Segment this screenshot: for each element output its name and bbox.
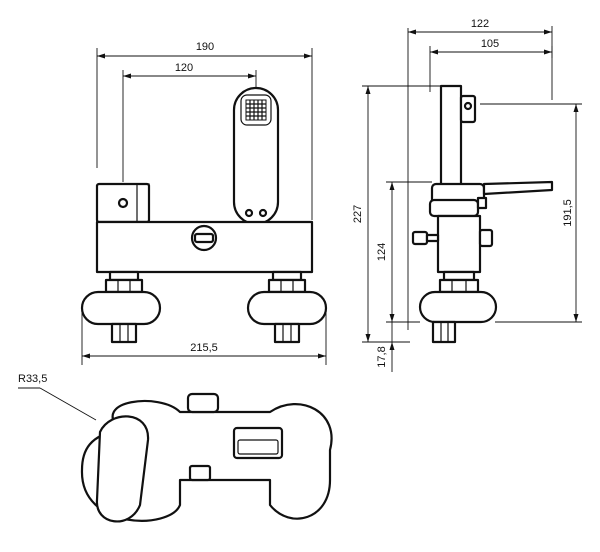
plan-bottom-stem <box>188 464 212 482</box>
plan-diverter-knob <box>186 392 220 414</box>
plan-lever <box>95 415 150 523</box>
dim-front-width-bottom: 215,5 <box>81 308 327 365</box>
dim-front-width-top: 190 <box>96 41 313 220</box>
radius-leader <box>39 387 97 421</box>
dim-label-190: 190 <box>196 41 214 53</box>
side-spout-pipe <box>439 84 463 188</box>
dim-side-inlet-height: 124 <box>376 181 432 323</box>
right-nut-top <box>271 270 303 282</box>
side-handle-tab <box>476 196 488 210</box>
side-knob-right <box>478 228 494 248</box>
left-connector <box>80 270 162 344</box>
dim-side-base-height: 17,8 <box>376 322 410 372</box>
dim-front-spout-offset: 120 <box>122 62 257 182</box>
plan-spout <box>232 426 284 460</box>
dim-side-depth-inner: 105 <box>429 38 553 92</box>
side-view: 122 105 227 124 <box>352 18 582 372</box>
side-aerator-dot <box>463 101 473 111</box>
side-escutcheon <box>418 290 498 324</box>
dim-label-215-5: 215,5 <box>190 342 218 354</box>
spout-screw-right <box>258 208 268 218</box>
side-lever <box>482 180 554 196</box>
right-connector <box>246 270 328 344</box>
dim-side-spout-height: 191,5 <box>480 103 582 323</box>
diverter-knob-slot <box>193 232 215 244</box>
left-nut-top <box>108 270 140 282</box>
side-body <box>436 214 482 274</box>
front-view: 190 120 <box>80 41 328 365</box>
dim-label-124: 124 <box>376 243 388 261</box>
right-inlet <box>273 322 301 344</box>
right-nut <box>267 278 307 294</box>
left-nut <box>104 278 144 294</box>
plan-spout-aerator <box>237 439 279 455</box>
side-inlet <box>431 320 457 344</box>
side-handle-base <box>428 198 480 218</box>
side-diverter-stem <box>425 233 440 243</box>
aerator-grid <box>245 99 267 121</box>
aerator-outline <box>240 94 272 126</box>
side-nut <box>438 278 480 294</box>
dim-label-191-5: 191,5 <box>562 199 574 227</box>
right-escutcheon <box>246 290 328 326</box>
dim-label-r33-5: R33,5 <box>18 373 47 385</box>
plan-view: R33,5 <box>18 373 333 523</box>
dim-label-120: 120 <box>175 62 193 74</box>
side-nut-top <box>442 270 476 282</box>
left-inlet <box>110 322 138 344</box>
spout-screw-left <box>244 208 254 218</box>
dim-label-122: 122 <box>471 18 489 30</box>
dim-label-105: 105 <box>481 38 499 50</box>
dim-label-17-8: 17,8 <box>376 346 388 367</box>
left-escutcheon <box>80 290 162 326</box>
side-diverter-knob <box>411 230 429 246</box>
dim-label-227: 227 <box>352 205 364 223</box>
dim-side-depth-outer: 122 <box>408 18 553 100</box>
handle-indicator <box>117 197 129 209</box>
